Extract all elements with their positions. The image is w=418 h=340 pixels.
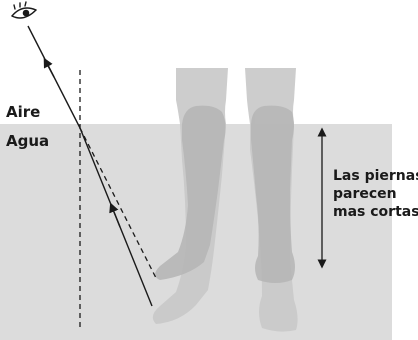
legs-label-line-2: parecen <box>333 186 397 202</box>
air-label: Aire <box>6 103 41 121</box>
legs-label-line-1: Las piernas <box>333 168 418 184</box>
apparent-legs <box>155 105 295 283</box>
ray-arrow-air <box>43 57 55 78</box>
legs-label-line-3: mas cortas <box>333 204 418 220</box>
legs-shorter-label: Las piernas parecen mas cortas <box>333 167 418 221</box>
ray-arrow-water <box>109 202 121 228</box>
water-label: Agua <box>6 132 50 150</box>
eye-icon <box>11 1 37 19</box>
apparent-ray <box>79 127 157 279</box>
